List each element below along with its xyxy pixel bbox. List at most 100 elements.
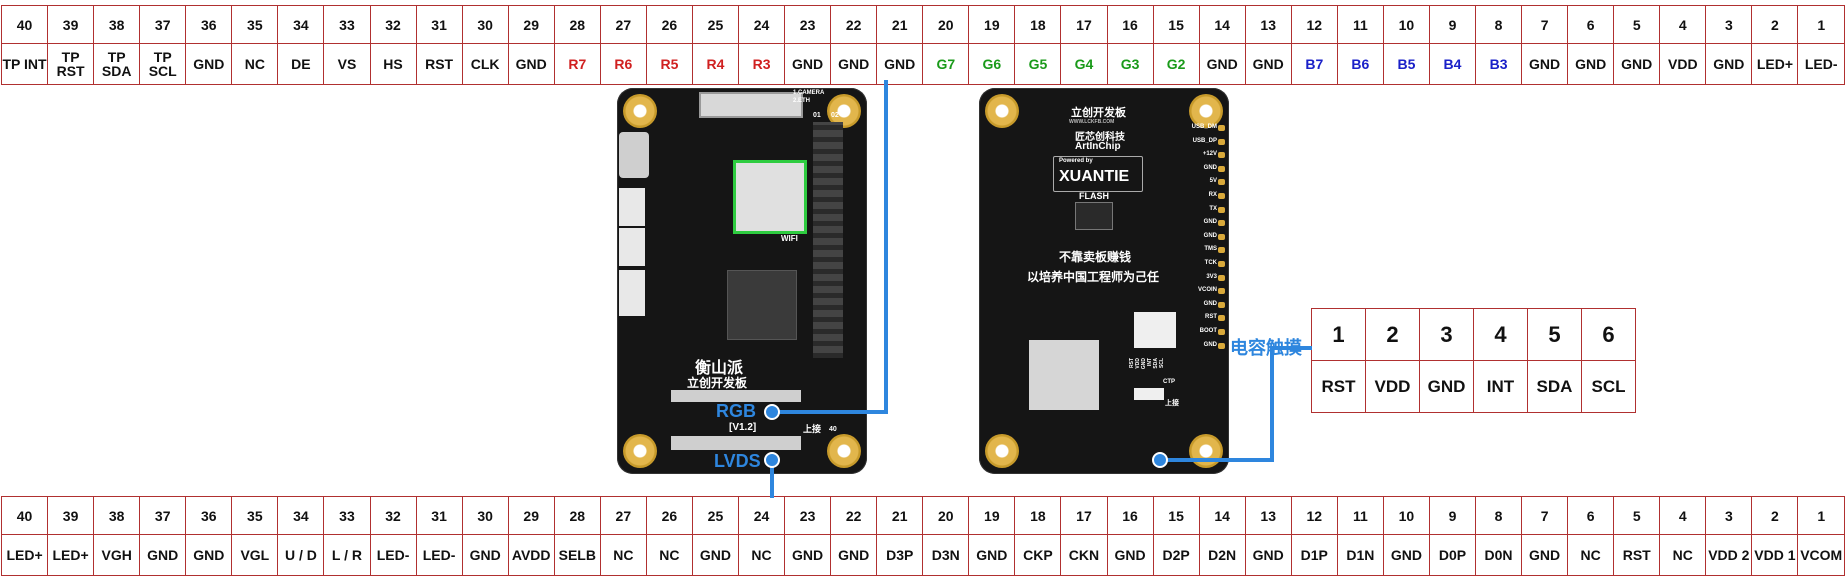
lvds-pin-number: 1 — [1797, 496, 1845, 535]
lvds-pin-number: 14 — [1198, 496, 1246, 535]
lvds-connector — [671, 436, 801, 450]
rgb-callout: RGB — [716, 401, 756, 421]
lvds-pin-number: 33 — [323, 496, 371, 535]
slogan-line1: 不靠卖板赚钱 — [1059, 250, 1132, 264]
lvds-pin-signal: D0N — [1474, 534, 1523, 576]
xuantie-badge — [1053, 156, 1143, 192]
side-pin-label: 3V3 — [1206, 273, 1217, 280]
ctp-pin-signal: SCL — [1581, 360, 1636, 413]
rgb-pin-number: 7 — [1521, 5, 1569, 44]
rgb-pin-number: 24 — [737, 5, 786, 44]
brand-label: 立创开发板 — [1071, 107, 1126, 119]
sd-card-slot — [1029, 340, 1099, 410]
lvds-pin-number: 5 — [1613, 496, 1661, 535]
rgb-pin-number: 14 — [1198, 5, 1246, 44]
rgb-pin-signal: G6 — [968, 43, 1016, 85]
rgb-pin-number: 38 — [93, 5, 141, 44]
lvds-wire — [770, 460, 774, 498]
lvds-pin-number: 31 — [415, 496, 463, 535]
brand-url: WWW.LCKFB.COM — [1069, 119, 1115, 125]
ctp-marker-icon — [1152, 452, 1168, 468]
pin-pad-icon — [1218, 125, 1225, 131]
pin-pad-icon — [1218, 233, 1225, 240]
lvds-pin-signal: SELB — [553, 534, 601, 576]
rgb-pin-signal: R5 — [645, 43, 693, 85]
lvds-pin-signal: L / R — [323, 534, 371, 576]
lvds-pin-signal: NC — [645, 534, 693, 576]
lvds-pin-signal: NC — [737, 534, 786, 576]
pin-pad-icon — [1218, 206, 1225, 213]
rgb-pin-number: 22 — [830, 5, 878, 44]
back-connector-label: 上接 — [1165, 400, 1179, 407]
pin-pad-icon — [1218, 329, 1225, 335]
wifi-module — [733, 160, 807, 234]
pin-pad-icon — [1218, 261, 1225, 267]
lvds-pin-number: 13 — [1244, 496, 1292, 535]
rgb-pin-signal: GND — [1244, 43, 1292, 85]
camera-connector — [699, 92, 803, 118]
pin-pad-icon — [1218, 138, 1225, 145]
ctp-title: 电容触摸 — [1230, 338, 1302, 358]
ctp-pin-signal: INT — [1473, 360, 1528, 413]
lvds-pin-number: 37 — [139, 496, 187, 535]
wifi-label: WIFI — [781, 234, 798, 243]
rgb-pin-number: 11 — [1336, 5, 1384, 44]
lvds-callout: LVDS — [714, 451, 761, 471]
rgb-pin-signal: RST — [415, 43, 463, 85]
lvds-pin-signal: GND — [784, 534, 832, 576]
side-pin-label: VCOIN — [1197, 287, 1217, 294]
rgb-wire-vertical — [884, 80, 888, 414]
lvds-marker-icon — [764, 452, 780, 468]
rgb-pin-number: 31 — [415, 5, 463, 44]
lvds-pin-number: 21 — [876, 496, 924, 535]
rgb-pin-signal: TP SCL — [139, 43, 187, 85]
rgb-pin-number: 5 — [1613, 5, 1661, 44]
lvds-pin-number: 35 — [231, 496, 279, 535]
rgb-wire-horizontal — [770, 410, 888, 414]
lvds-pin-number: 8 — [1474, 496, 1523, 535]
lvds-pin-signal: GND — [1106, 534, 1154, 576]
ctp-connector — [1134, 312, 1176, 348]
rgb-pin-number: 27 — [599, 5, 647, 44]
lvds-pin-number: 27 — [599, 496, 647, 535]
rgb-pin-number: 30 — [461, 5, 509, 44]
rgb-pin-signal: R7 — [553, 43, 601, 85]
lvds-pin-signal: GND — [1521, 534, 1569, 576]
rgb-pin-signal: R3 — [737, 43, 786, 85]
rgb-pin-number: 6 — [1567, 5, 1615, 44]
side-pin-label: USB_DP — [1192, 137, 1217, 144]
pin-pad-icon — [1218, 301, 1225, 308]
rgb-pin-number: 12 — [1290, 5, 1338, 44]
slogan-line2: 以培养中国工程师为己任 — [1027, 270, 1160, 284]
rgb-pin-number: 39 — [47, 5, 95, 44]
side-pin-label: BOOT — [1199, 328, 1217, 334]
maker-cn: 匠芯创科技 — [1075, 132, 1125, 143]
lvds-pin-number: 28 — [553, 496, 601, 535]
rgb-pin-signal: B5 — [1382, 43, 1430, 85]
pin-pad-icon — [1218, 274, 1225, 281]
lvds-pin-number: 11 — [1336, 496, 1384, 535]
lvds-pin-number: 26 — [645, 496, 693, 535]
rgb-pin-number: 10 — [1382, 5, 1430, 44]
rgb-pin-signal: GND — [1198, 43, 1246, 85]
rgb-pin-signal: B3 — [1474, 43, 1523, 85]
rgb-pin-number: 36 — [185, 5, 233, 44]
eth-label: 2.ETH — [793, 98, 811, 104]
lvds-pin-signal: D1N — [1336, 534, 1384, 576]
side-pin-label: GND — [1203, 300, 1217, 307]
rgb-pin-signal: GND — [1567, 43, 1615, 85]
rgb-pin-signal: DE — [277, 43, 325, 85]
lvds-pin-signal: U / D — [277, 534, 325, 576]
lvds-pin-number: 18 — [1014, 496, 1062, 535]
rgb-pin-signal: HS — [369, 43, 417, 85]
rgb-pin-signal: LED- — [1797, 43, 1845, 85]
mount-hole-icon — [827, 434, 861, 468]
rgb-pin-signal: GND — [185, 43, 233, 85]
rgb-pin-signal: G3 — [1106, 43, 1154, 85]
rgb-pin-signal: CLK — [461, 43, 509, 85]
pin-01-label: 01 — [813, 112, 821, 119]
maker-en: ArtInChip — [1075, 141, 1121, 152]
